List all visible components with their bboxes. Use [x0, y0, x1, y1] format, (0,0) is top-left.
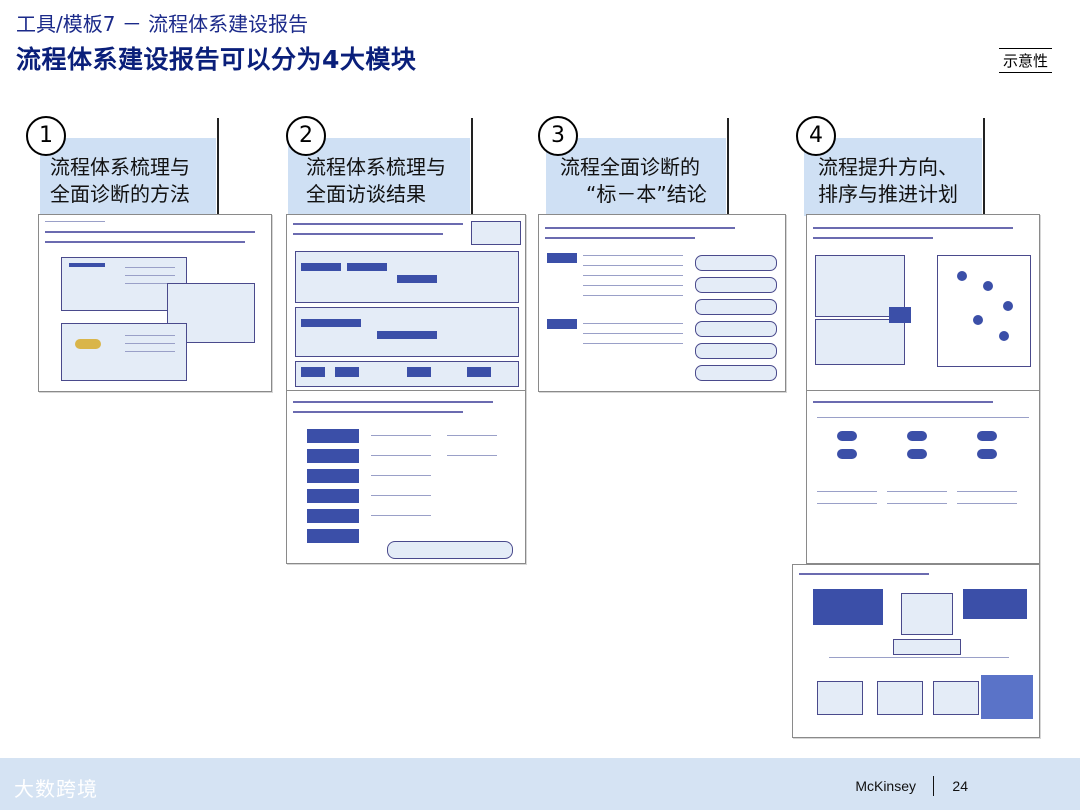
module-1-title: 流程体系梳理与 全面诊断的方法	[50, 154, 190, 208]
module-3-number: 3	[538, 116, 578, 156]
module-4-document-thumbnail-a	[806, 214, 1040, 392]
module-4-title: 流程提升方向、 排序与推进计划	[818, 154, 958, 208]
module-4-document-thumbnail-c	[792, 564, 1040, 738]
watermark-logo: 大数跨境	[14, 773, 98, 802]
module-4-document-thumbnail-b	[806, 390, 1040, 564]
slide-supertitle: 工具/模板7 － 流程体系建设报告	[16, 8, 308, 37]
footer-separator	[933, 776, 934, 796]
footer-bar: 大数跨境 McKinsey 24	[0, 758, 1080, 810]
brand-name: McKinsey	[855, 778, 916, 794]
module-2-document-thumbnail-a	[286, 214, 526, 392]
module-3-document-thumbnail	[538, 214, 786, 392]
module-1-document-thumbnail	[38, 214, 272, 392]
module-2-document-thumbnail-b	[286, 390, 526, 564]
module-2-number: 2	[286, 116, 326, 156]
module-1-number: 1	[26, 116, 66, 156]
page-number: 24	[952, 778, 968, 794]
module-3-title: 流程全面诊断的 “标－本”结论	[560, 154, 707, 208]
module-4-number: 4	[796, 116, 836, 156]
module-2-title: 流程体系梳理与 全面访谈结果	[306, 154, 446, 208]
slide-title: 流程体系建设报告可以分为4大模块	[16, 40, 416, 76]
illustrative-badge: 示意性	[999, 48, 1052, 73]
